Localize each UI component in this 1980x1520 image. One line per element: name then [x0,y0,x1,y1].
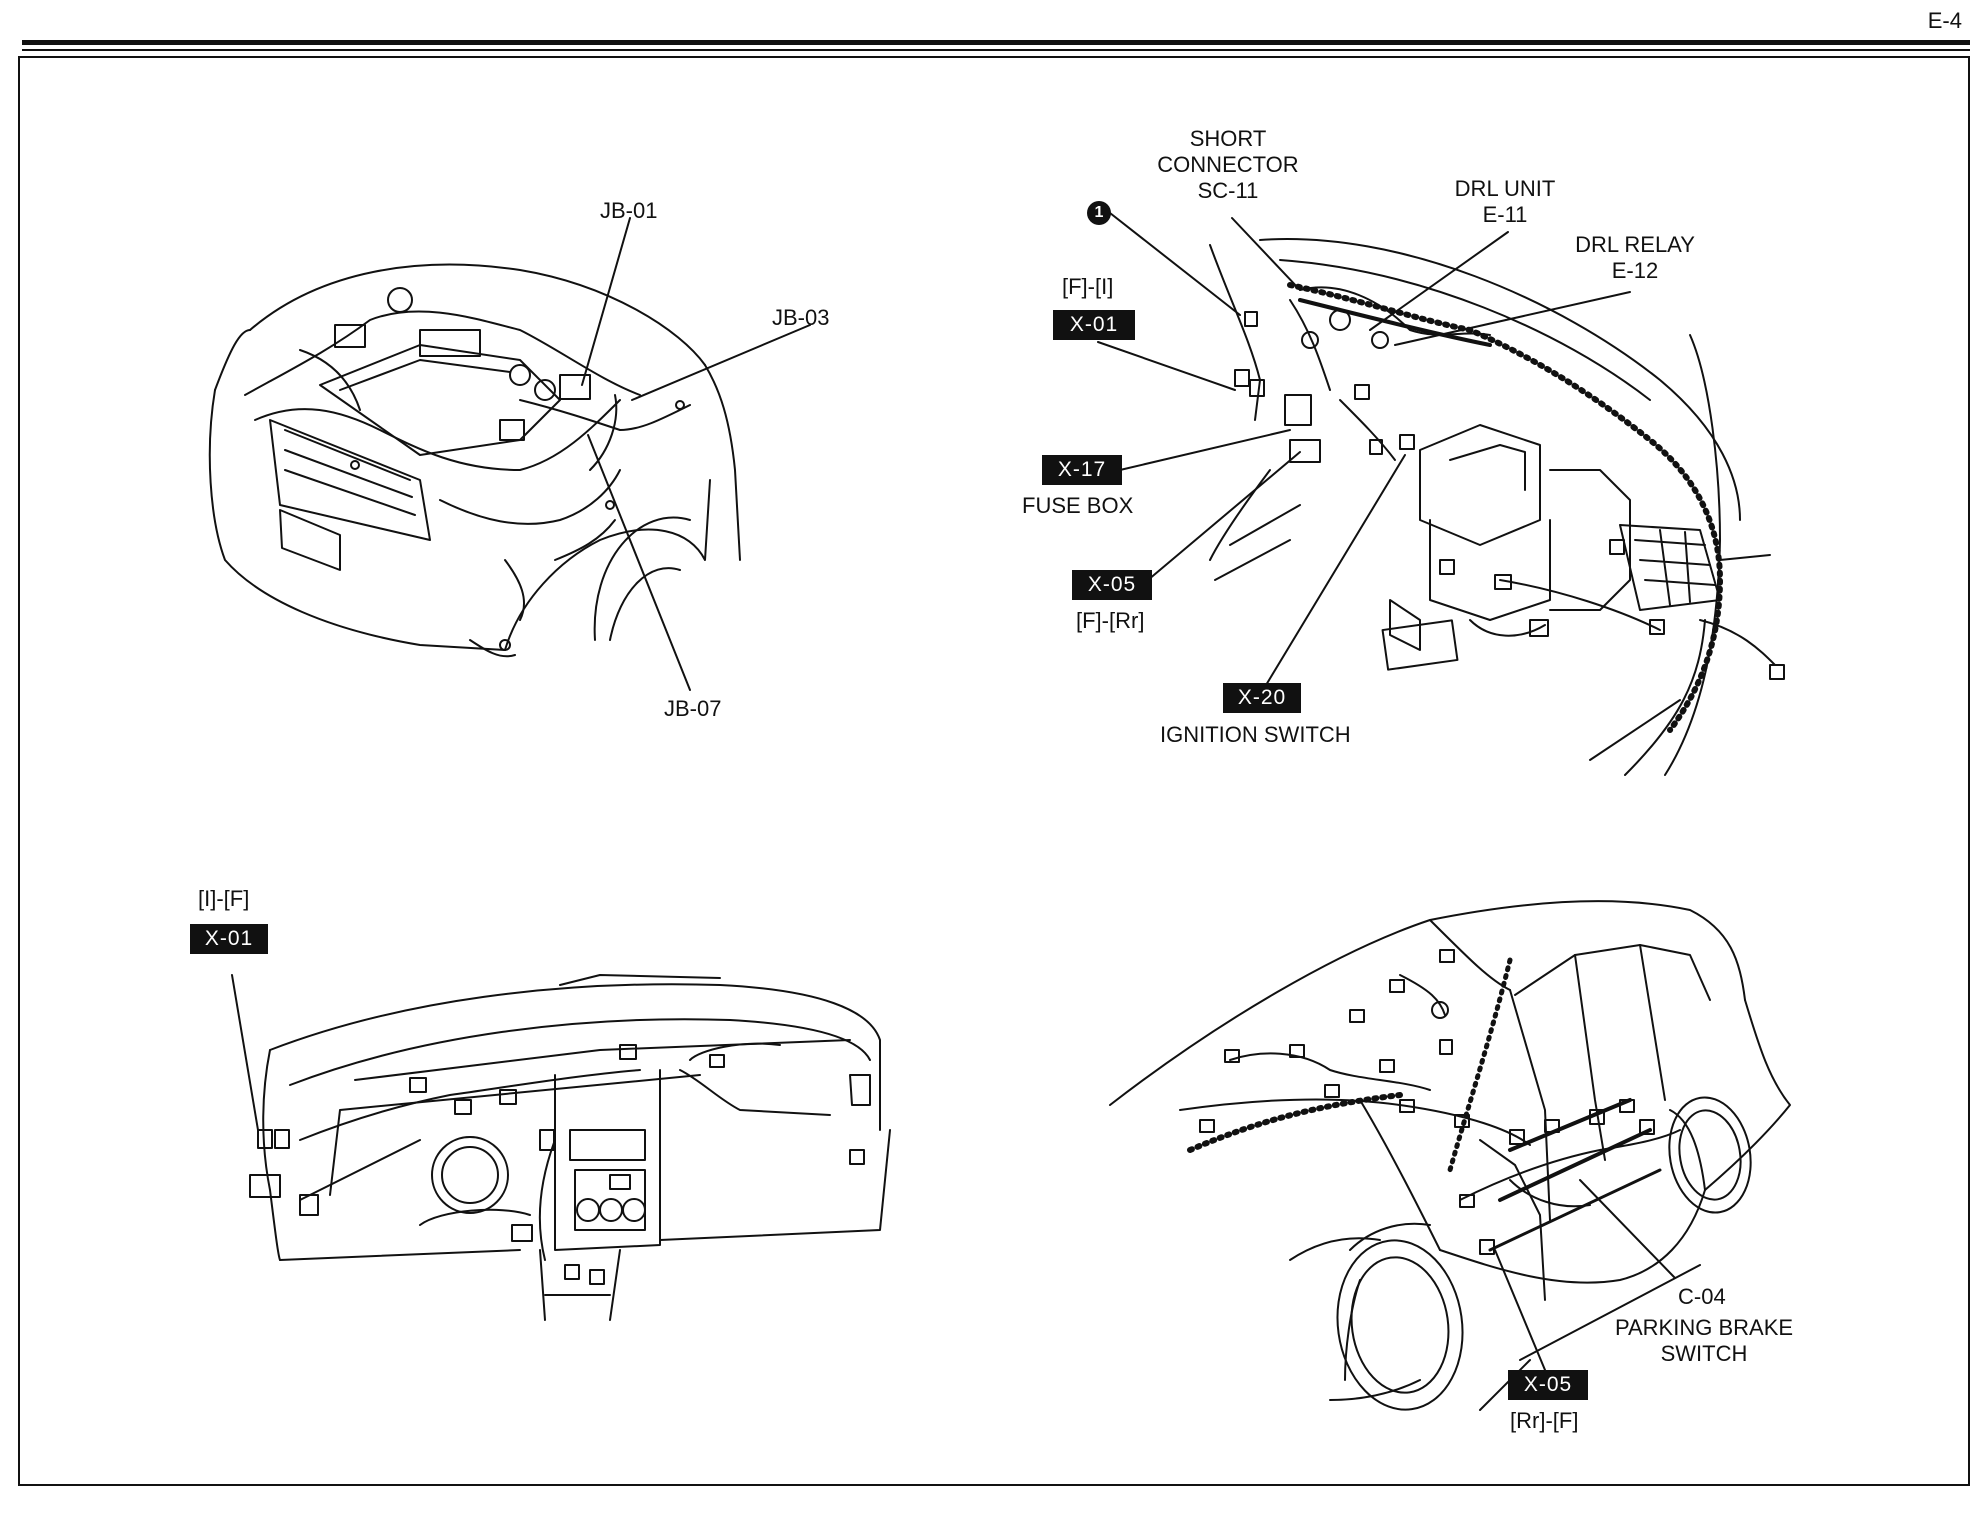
leader-jb01 [581,217,631,386]
leader-x01-panel [231,974,259,1131]
label-short-connector: SHORT CONNECTOR SC-11 [1157,126,1299,203]
connector-tag-x17: X-17 [1042,455,1122,485]
instrument-panel-illustration [249,974,891,1321]
leader-c04 [1579,1179,1676,1279]
connector-tag-x20: X-20 [1223,683,1301,713]
leader-x01-front [1097,341,1236,391]
connector-tag-x05-body: X-05 [1508,1370,1588,1400]
leader-drl-unit [1369,231,1509,331]
firewall-harness-illustration [1209,238,1785,776]
leader-x05-front [1147,451,1301,581]
label-jb07: JB-07 [664,696,722,721]
label-drl-relay: DRL RELAY E-12 [1575,232,1695,283]
label-jb01: JB-01 [600,198,658,223]
callout-badge-1: 1 [1087,201,1111,225]
label-fuse-box: FUSE BOX [1022,493,1134,518]
engine-bay-illustration [208,263,741,658]
label-jb03: JB-03 [772,305,830,330]
leader-short-connector [1231,217,1301,291]
leader-callout-1 [1109,212,1241,316]
connector-tag-x01-panel: X-01 [190,924,268,954]
leader-jb03 [631,324,811,401]
vehicle-body-illustration [1109,900,1791,1411]
label-c04: C-04 [1678,1284,1726,1309]
label-ignition-switch: IGNITION SWITCH [1160,722,1351,747]
page-number: E-4 [1927,8,1962,33]
header-rule [22,40,1970,45]
leader-x20 [1259,454,1406,696]
label-x01-route-panel: [I]-[F] [198,886,250,911]
label-drl-unit: DRL UNIT E-11 [1454,176,1556,227]
leader-jb07 [587,434,691,691]
label-parking-brake-switch: PARKING BRAKE SWITCH [1614,1315,1794,1366]
label-x05-route-body: [Rr]-[F] [1510,1408,1579,1433]
label-x05-route-front: [F]-[Rr] [1076,608,1145,633]
leader-x17 [1119,429,1291,471]
leader-x05-body [1494,1249,1546,1371]
label-x01-route-front: [F]-[I] [1062,274,1114,299]
leader-drl-relay [1394,291,1631,346]
connector-tag-x05-front: X-05 [1072,570,1152,600]
diagram-frame [18,56,1970,1486]
header-rule-thin [22,49,1970,51]
connector-tag-x01-front: X-01 [1053,310,1135,340]
